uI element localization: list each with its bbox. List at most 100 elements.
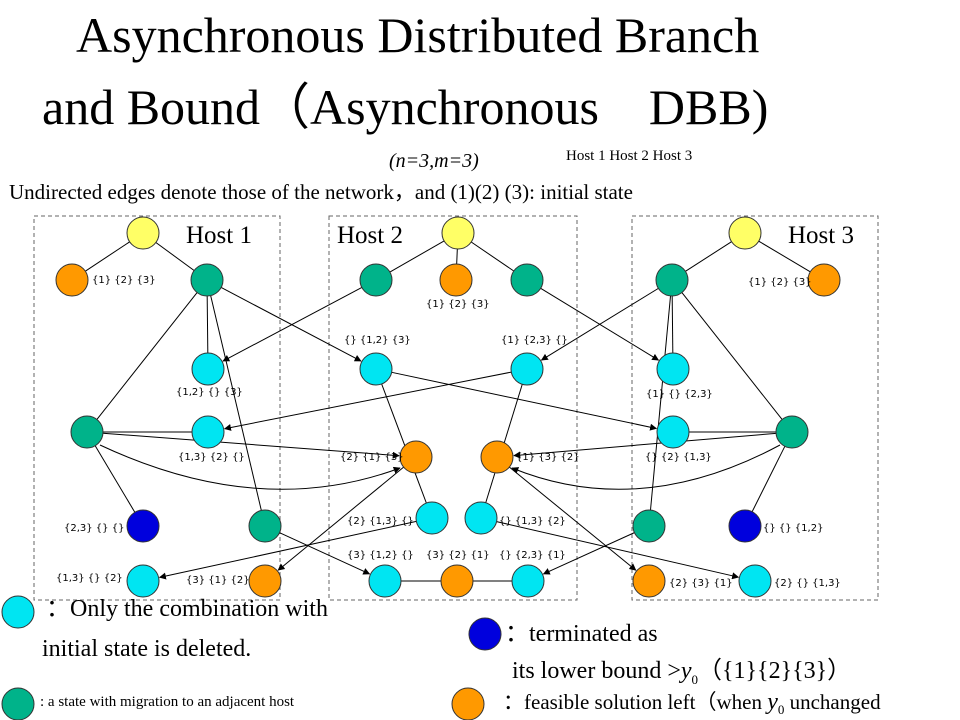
orange-node [248,564,282,598]
legend-blue-text-1: ：terminated as [505,621,658,647]
teal-node [70,415,104,449]
state-label: {} {2,3} {1} [499,550,566,561]
tree-edge [751,446,786,512]
migration-arrow [391,371,658,431]
state-label: {1,3} {} {2} [56,573,123,584]
tree-edge [649,295,672,511]
teal-node [655,263,689,297]
cyan-node [368,564,402,598]
orange-node [480,440,514,474]
teal-node [359,263,393,297]
tree-edge [681,292,783,420]
tree-edge [456,248,458,265]
legend-cyan-marker [1,595,35,629]
cyan-node [191,352,225,386]
tree-edge [685,241,732,272]
state-label: {2} {1} {3} [340,452,404,463]
tree-edge [155,242,195,271]
state-label: {3} {1} {2} [186,575,250,586]
state-label: {} {1,2} {3} [344,335,411,346]
legend-blue-text-2: its lower bound >y0（{1}{2}{3}） [512,658,852,687]
orange-node [807,263,841,297]
teal-node [510,263,544,297]
migration-arrow [158,520,417,580]
state-label: {} {} {1,2} [763,523,823,534]
state-label: {3} {1,2} {} [347,550,414,561]
host-2-label: Host 2 [337,222,403,249]
orange-node [55,263,89,297]
cyan-node [464,501,498,535]
state-label: {2} {3} {1} [669,578,733,589]
legend-orange-text: ：feasible solution left（when y0 unchange… [503,689,881,718]
host-3-box [631,215,879,601]
orange-node [440,564,474,598]
migration-arrow [542,532,635,575]
cyan-node [738,564,772,598]
yellow-node [126,216,160,250]
tree-edge [381,383,427,504]
tree-edge [470,241,515,272]
migration-arrow [102,432,400,459]
migration-arrow [220,287,362,362]
legend-teal-marker [1,687,35,720]
cyan-node [415,501,449,535]
state-label: {1} {2,3} {} [501,335,568,346]
tree-edge [94,445,136,513]
migration-arrow [540,287,659,361]
state-label: {1,3} {2} {} [178,452,245,463]
migration-arrow-curved [99,444,401,490]
state-label: {1} {3} {2} [516,452,580,463]
cyan-node [126,564,160,598]
state-label: {2} {1,3} {} [347,516,414,527]
legend-orange-marker [451,687,485,720]
legend-cyan-text-1: ：Only the combination with [46,596,328,622]
state-label: {} {1,3} {2} [499,516,566,527]
state-label: {2} {} {1,3} [774,578,841,589]
state-label: {2,3} {} {} [64,523,124,534]
state-label: {1} {2} {3} [748,277,812,288]
host-1-label: Host 1 [186,222,252,249]
migration-arrow-curved [511,444,781,490]
yellow-node [441,216,475,250]
yellow-node [728,216,762,250]
title-line-1: Asynchronous Distributed Branch [76,7,760,63]
migration-arrow [496,521,740,580]
state-label: {1} {} {2,3} [646,389,713,400]
blue-node [728,509,762,543]
cyan-node [511,564,545,598]
tree-edge [85,241,130,272]
migration-arrow [223,371,512,431]
legend-teal-text: : a state with migration to an adjacent … [40,694,295,710]
tree-edge [210,295,262,511]
legend-blue-marker [468,617,502,651]
cyan-node [510,352,544,386]
migration-arrow [277,466,404,571]
orange-node [439,263,473,297]
tree-edge [206,295,209,354]
host-1-box [33,215,281,601]
migration-arrow [222,287,363,362]
teal-node [248,509,282,543]
host-3-label: Host 3 [788,222,854,249]
state-label: {1,2} {} {3} [176,387,243,398]
state-label: {1} {2} {3} [426,299,490,310]
title-params: (n=3,m=3) [389,150,479,172]
orange-node [632,564,666,598]
orange-node [399,440,433,474]
host-header: Host 1 Host 2 Host 3 [566,148,693,164]
tree-edge [389,240,445,273]
cyan-node [191,415,225,449]
migration-arrow [513,432,777,459]
tree-edge [758,240,811,273]
tree-edge [671,295,674,354]
migration-arrow [509,466,637,571]
migration-arrow [279,532,371,575]
state-label: {} {2} {1,3} [645,452,712,463]
state-label: {3} {2} {1} [426,550,490,561]
state-label: {1} {2} {3} [92,275,156,286]
teal-node [775,415,809,449]
cyan-node [359,352,393,386]
cyan-node [656,415,690,449]
